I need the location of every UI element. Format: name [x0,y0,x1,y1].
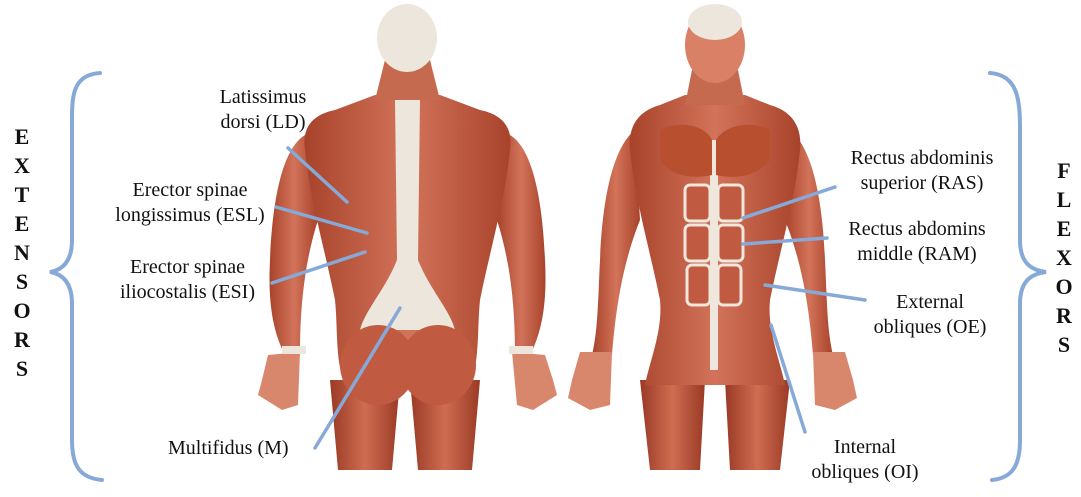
flexors-letter: O [1052,272,1076,301]
flexors-letter: R [1052,301,1076,330]
label-line: External [860,290,1000,315]
extensors-letter: R [10,325,34,354]
anterior-right-leg [725,380,790,470]
posterior-head [377,4,437,72]
flexors-letter: S [1052,330,1076,359]
extensors-label: E X T E N S O R S [10,122,34,383]
extensors-letter: S [10,354,34,383]
label-line: Erector spinae [100,178,280,203]
extensors-letter: O [10,296,34,325]
posterior-left-hand [258,352,300,410]
label-erector-spinae-longissimus: Erector spinae longissimus (ESL) [100,178,280,228]
label-rectus-abdominis-superior: Rectus abdominis superior (RAS) [827,146,1017,196]
extensors-letter: N [10,238,34,267]
label-line: Rectus abdomins [827,217,1007,242]
flexors-letter: F [1052,156,1076,185]
anterior-right-hand [813,352,857,410]
extensors-letter: X [10,151,34,180]
posterior-right-hand [512,352,557,410]
flexors-letter: L [1052,185,1076,214]
label-latissimus-dorsi: Latissimus dorsi (LD) [198,85,328,135]
extensors-brace [50,73,102,480]
flexors-brace [990,73,1046,480]
extensors-letter: E [10,122,34,151]
label-line: Latissimus [198,85,328,110]
anterior-body [568,4,857,470]
label-line: Erector spinae [105,255,270,280]
anterior-left-hand [568,352,612,410]
flexors-letter: E [1052,214,1076,243]
label-line: Multifidus (M) [168,436,289,461]
anterior-left-leg [640,380,705,470]
label-line: longissimus (ESL) [100,203,280,228]
extensors-letter: T [10,180,34,209]
label-internal-obliques: Internal obliques (OI) [790,435,940,485]
flexors-label: F L E X O R S [1052,156,1076,359]
posterior-body [258,4,557,470]
extensors-letter: S [10,267,34,296]
label-line: Internal [790,435,940,460]
label-erector-spinae-iliocostalis: Erector spinae iliocostalis (ESI) [105,255,270,305]
label-rectus-abdominis-middle: Rectus abdomins middle (RAM) [827,217,1007,267]
label-external-obliques: External obliques (OE) [860,290,1000,340]
label-line: obliques (OE) [860,315,1000,340]
label-multifidus: Multifidus (M) [168,436,289,461]
label-line: middle (RAM) [827,242,1007,267]
extensors-letter: E [10,209,34,238]
label-line: Rectus abdominis [827,146,1017,171]
label-line: obliques (OI) [790,460,940,485]
flexors-letter: X [1052,243,1076,272]
label-line: dorsi (LD) [198,110,328,135]
label-line: superior (RAS) [827,171,1017,196]
label-line: iliocostalis (ESI) [105,280,270,305]
posterior-right-glute [400,325,476,405]
